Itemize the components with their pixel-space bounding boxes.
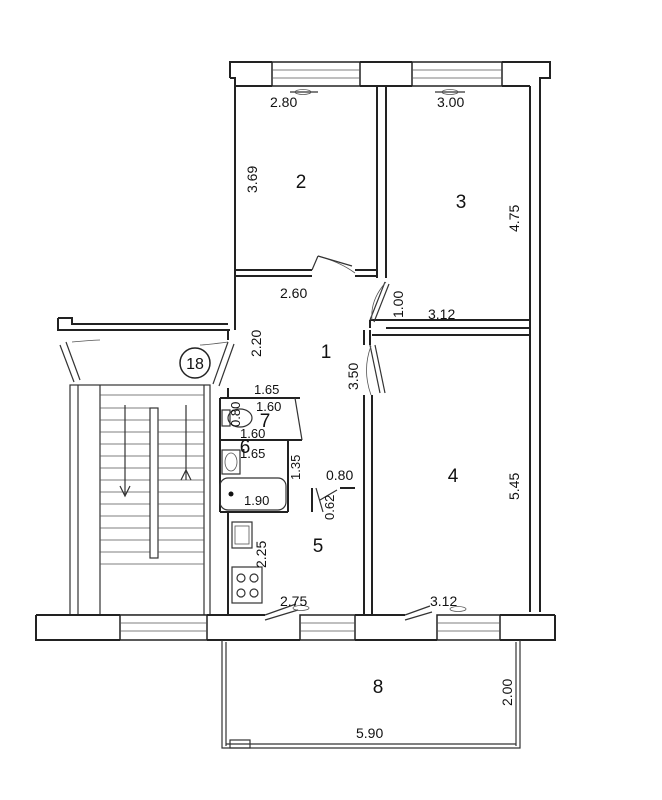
dim-bath-a: 1.65	[240, 446, 265, 461]
dim-r3-width: 3.00	[437, 94, 464, 110]
room-label-4: 4	[448, 466, 459, 487]
dim-r4-bottom: 3.12	[430, 593, 457, 609]
dim-r4-height: 5.45	[506, 473, 522, 500]
stove-icon	[231, 566, 263, 604]
bathtub-icon	[219, 477, 287, 511]
dim-r4-top: 3.12	[428, 306, 455, 322]
dim-balcony-w: 5.90	[356, 725, 383, 741]
windows	[119, 61, 503, 641]
room-label-2: 2	[296, 172, 307, 193]
dim-door-r3: 1.00	[390, 291, 406, 318]
dim-wc-d: 1.60	[240, 426, 265, 441]
room-label-8: 8	[373, 677, 384, 698]
dim-r2-height: 3.69	[244, 166, 260, 193]
dim-bath-h: 1.35	[288, 455, 303, 480]
dim-kitchen-w: 2.75	[280, 593, 307, 609]
room-label-7: 7	[260, 411, 271, 432]
doors	[59, 255, 433, 621]
room-label-1: 1	[321, 342, 332, 363]
dim-wc-a: 1.65	[254, 382, 279, 397]
sink-icon	[221, 449, 241, 475]
balcony	[221, 640, 521, 749]
dim-r3-height: 4.75	[506, 205, 522, 232]
room-label-6: 6	[240, 437, 251, 458]
interior-walls	[219, 86, 530, 615]
toilet-icon	[227, 408, 253, 428]
room-label-5: 5	[313, 536, 324, 557]
kitchen-sink-icon	[231, 521, 253, 549]
dim-hall-h: 0.62	[322, 495, 337, 520]
stair-number: 18	[186, 356, 204, 373]
dim-bath-w: 1.90	[244, 493, 269, 508]
dimension-labels: 2.80 3.00 3.69 4.75 2.60 1.00 3.12 2.20 …	[228, 94, 522, 741]
room-labels: 2 3 1 4 5 6 7 8 18	[179, 172, 467, 698]
room-label-3: 3	[456, 192, 467, 213]
dim-hall-w: 0.80	[326, 467, 353, 483]
dim-wc-c: 0.80	[228, 402, 243, 427]
dim-r1-width: 2.60	[280, 285, 307, 301]
exterior-walls	[35, 61, 556, 641]
dim-corridor: 2.20	[248, 330, 264, 357]
dim-wc-b: 1.60	[256, 399, 281, 414]
dim-balcony-h: 2.00	[499, 679, 515, 706]
dim-r1-height: 3.50	[345, 363, 361, 390]
fixtures	[219, 89, 467, 612]
staircase	[100, 394, 204, 565]
dim-r2-width: 2.80	[270, 94, 297, 110]
stair-badge	[179, 347, 211, 379]
dim-kitchen-h: 2.25	[253, 541, 269, 568]
